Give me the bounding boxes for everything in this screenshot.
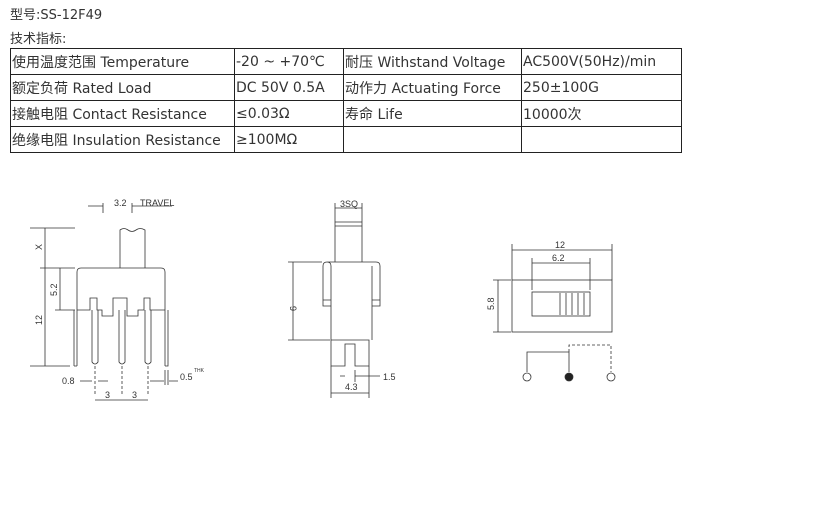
- pitch-label: 3: [105, 390, 110, 400]
- width-4-3-label: 4.3: [345, 382, 358, 392]
- spec-heading: 技术指标:: [10, 32, 67, 47]
- cell: [521, 126, 682, 153]
- cell: 绝缘电阻 Insulation Resistance: [10, 126, 235, 153]
- cell: ≤0.03Ω: [234, 100, 344, 127]
- thk-label: THK: [194, 368, 205, 374]
- terminal-icon: [606, 372, 616, 382]
- cell: 250±100G: [521, 74, 682, 101]
- cell: 耐压 Withstand Voltage: [343, 48, 522, 75]
- x-dim-label: X: [34, 244, 44, 250]
- cell: AC500V(50Hz)/min: [521, 48, 682, 75]
- pin-1-5-label: 1.5: [383, 372, 396, 382]
- travel-label: TRAVEL: [140, 198, 174, 208]
- height-5-8-label: 5.8: [486, 297, 496, 310]
- front-view: 3.2 TRAVEL X 5.2 12 0.8 3 3 0.5 THK: [30, 198, 205, 401]
- cell: DC 50V 0.5A: [234, 74, 344, 101]
- pin-width-label: 0.8: [62, 376, 75, 386]
- cell: [343, 126, 522, 153]
- width-12-label: 12: [555, 240, 565, 250]
- thickness-label: 0.5: [180, 372, 193, 382]
- pitch-label: 3: [132, 390, 137, 400]
- table-row: 使用温度范围 Temperature -20 ~ +70℃ 耐压 Withsta…: [10, 48, 682, 75]
- model-number: 型号:SS-12F49: [10, 8, 103, 23]
- spec-table: 使用温度范围 Temperature -20 ~ +70℃ 耐压 Withsta…: [10, 48, 682, 153]
- cell: 接触电阻 Contact Resistance: [10, 100, 235, 127]
- top-view: 12 6.2 5.8: [486, 240, 613, 333]
- travel-dim-label: 3.2: [114, 198, 127, 208]
- terminal-icon: [522, 372, 532, 382]
- height-9-label: 9: [288, 306, 298, 311]
- circuit-schematic: [522, 344, 616, 382]
- height-5-2-label: 5.2: [49, 283, 59, 296]
- slot-6-2-label: 6.2: [552, 253, 565, 263]
- table-row: 额定负荷 Rated Load DC 50V 0.5A 动作力 Actuatin…: [10, 74, 682, 101]
- cell: 使用温度范围 Temperature: [10, 48, 235, 75]
- cell: ≥100MΩ: [234, 126, 344, 153]
- cell: 动作力 Actuating Force: [343, 74, 522, 101]
- cell: 额定负荷 Rated Load: [10, 74, 235, 101]
- actuator-size-label: 3SQ: [340, 199, 358, 209]
- common-terminal-icon: [564, 372, 574, 382]
- table-row: 绝缘电阻 Insulation Resistance ≥100MΩ: [10, 126, 682, 153]
- side-view: 3SQ 9 1.5 4.3: [288, 199, 396, 398]
- height-12-label: 12: [34, 315, 44, 325]
